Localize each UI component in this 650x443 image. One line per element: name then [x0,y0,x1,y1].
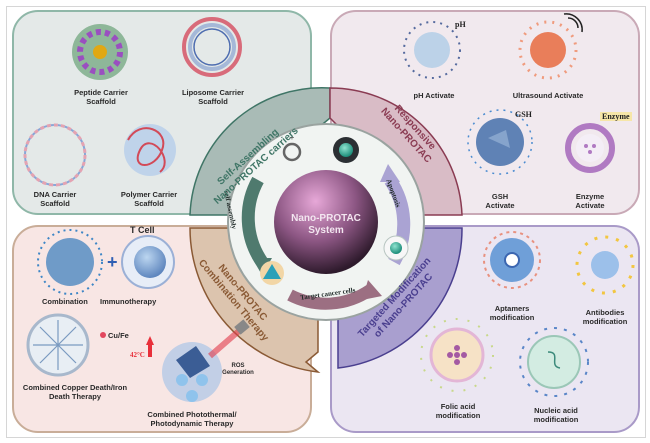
photothermal-label: Combined Photothermal/ Photodynamic Ther… [132,410,252,428]
peptide-carrier-illustration [72,24,128,80]
label-line: Combined Copper Death/Iron [22,383,128,392]
label-line: Activate [485,201,515,210]
liposome-carrier-illustration [182,17,242,77]
combination-nanoparticle-illustration [37,229,103,295]
label-line: Scaffold [86,97,116,106]
label-line: ROS [231,363,245,369]
label-line: Liposome Carrier [181,88,245,97]
antibodies-illustration [575,235,635,295]
cufe-dot-icon [100,332,106,338]
folic-acid-label: Folic acid modification [430,402,486,420]
polymer-carrier-label: Polymer Carrier Scaffold [112,190,186,208]
label-line: Death Therapy [48,392,102,401]
peptide-carrier-label: Peptide Carrier Scaffold [66,88,136,106]
ph-activate-illustration [403,21,461,79]
photothermal-illustration [146,319,250,402]
immunotherapy-label: Immunotherapy [100,297,157,306]
label-line: Combined Photothermal/ [147,410,237,419]
ultrasound-activate-label: Ultrasound Activate [512,91,584,100]
ultrasound-activate-illustration [518,13,583,80]
nano-protac-sphere [274,170,378,274]
gsh-tag: GSH [515,110,532,119]
copper-iron-illustration [26,313,90,377]
nucleic-acid-illustration [519,327,589,397]
cufe-label: Cu/Fe [108,331,129,340]
label-line: Scaffold [134,199,164,208]
ros-generation-label: ROS Generation [218,363,258,377]
ph-activate-label: pH Activate [413,91,455,100]
center-title-line1: Nano-PROTAC [291,213,361,224]
svg-text:+: + [290,133,295,142]
gsh-activate-illustration [467,109,533,175]
label-line: Generation [222,370,254,376]
copper-iron-label: Combined Copper Death/Iron Death Therapy [14,383,136,401]
label-line: Polymer Carrier [120,190,178,199]
label-line: Aptamers [494,304,530,313]
label-line: GSH [491,192,509,201]
enzyme-activate-label: Enzyme Activate [570,192,610,210]
dna-carrier-label: DNA Carrier Scaffold [24,190,86,208]
label-line: Folic acid [440,402,476,411]
gsh-activate-label: GSH Activate [480,192,520,210]
aptamers-label: Aptamers modification [482,304,542,322]
liposome-carrier-label: Liposome Carrier Scaffold [176,88,250,106]
label-line: Photodynamic Therapy [150,419,234,428]
label-line: modification [582,317,628,326]
label-line: modification [435,411,481,420]
combination-label: Combination [42,297,88,306]
label-line: DNA Carrier [33,190,77,199]
label-line: Nucleic acid [534,406,578,415]
center-title: Nano-PROTAC System [280,213,372,237]
carrier-ring-icon [282,142,302,162]
t-cell-label: T Cell [130,225,155,235]
label-line: Activate [575,201,605,210]
label-line: Peptide Carrier [74,88,128,97]
antibodies-label: Antibodies modification [572,308,638,326]
center-title-line2: System [308,225,344,236]
label-line: Antibodies [585,308,625,317]
label-line: Scaffold [198,97,228,106]
label-line: modification [489,313,535,322]
dna-carrier-illustration [23,123,87,187]
polymer-carrier-illustration [124,124,176,176]
plus-sign: + [107,252,118,272]
nucleic-acid-label: Nucleic acid modification [524,406,588,424]
target-cells-arrow [287,284,374,310]
enzyme-tag: Enzyme [600,112,632,121]
aptamers-illustration [483,231,541,289]
label-line: Enzyme [575,192,605,201]
folic-acid-illustration [420,318,494,392]
ph-tag: pH [455,20,466,29]
temperature-label: 42°C [130,351,145,359]
enzyme-activate-illustration [565,123,615,173]
self-assembly-arrow [241,176,268,266]
t-cell-illustration [121,235,175,289]
label-line: Scaffold [40,199,70,208]
label-line: modification [533,415,579,424]
